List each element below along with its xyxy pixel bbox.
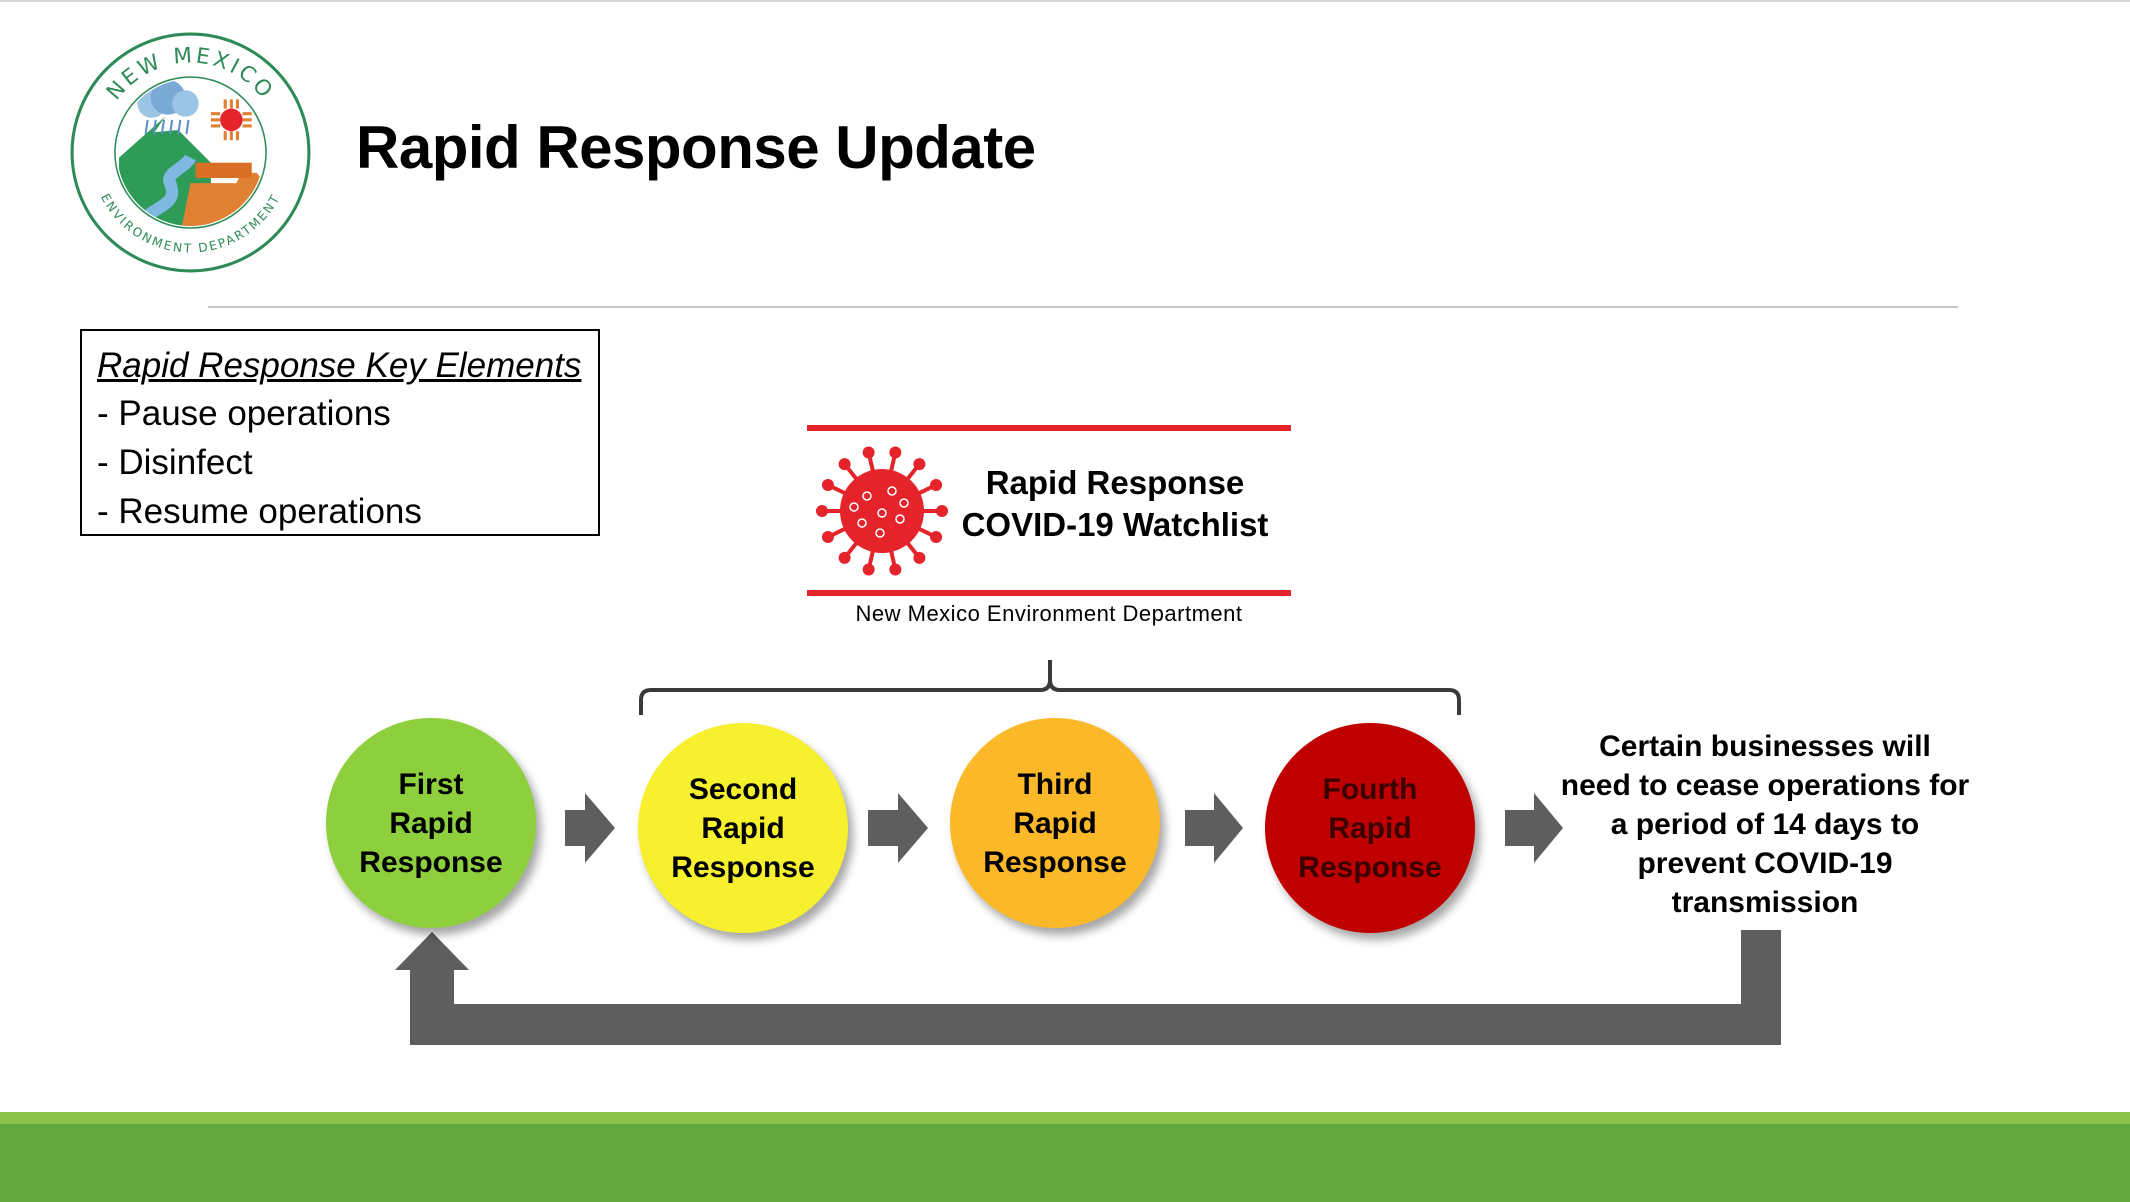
key-element-item: - Pause operations — [97, 394, 391, 433]
watchlist-subtitle: New Mexico Environment Department — [855, 601, 1243, 626]
arrow-right-icon — [1185, 793, 1243, 863]
key-element-item: - Resume operations — [97, 492, 422, 531]
nmed-logo: NEW MEXICO ENVIRONMENT DEPARTMENT — [70, 32, 311, 273]
watchlist-top-rule — [807, 425, 1291, 431]
footer-bar — [0, 1124, 2130, 1202]
key-elements-box: Rapid Response Key Elements - Pause oper… — [80, 329, 600, 536]
watchlist-title: Rapid Response COVID-19 Watchlist — [950, 462, 1280, 546]
arrow-right-icon — [1505, 793, 1563, 863]
watchlist-title-line1: Rapid Response — [985, 464, 1245, 501]
top-border — [0, 0, 2130, 2]
arrow-right-icon — [565, 793, 615, 863]
arrow-right-icon — [868, 793, 928, 863]
footer-stripe-light — [0, 1112, 2130, 1124]
step-label: Third Rapid Response — [983, 767, 1127, 879]
title-divider — [208, 306, 1958, 308]
step-third-rapid-response: Third Rapid Response — [950, 718, 1160, 928]
watchlist-title-line2: COVID-19 Watchlist — [961, 506, 1269, 543]
step-second-rapid-response: Second Rapid Response — [638, 723, 848, 933]
key-element-item: - Disinfect — [97, 443, 253, 482]
step-label: First Rapid Response — [359, 767, 503, 879]
key-elements-title: Rapid Response Key Elements — [97, 346, 582, 385]
coronavirus-icon — [816, 446, 948, 576]
step-first-rapid-response: First Rapid Response — [326, 718, 536, 928]
watchlist-bracket — [639, 660, 1461, 715]
page-title: Rapid Response Update — [356, 114, 1036, 181]
step-label: Second Rapid Response — [671, 772, 815, 884]
return-loop-arrow — [395, 930, 1781, 1045]
outcome-text: Certain businesses will need to cease op… — [1560, 730, 1970, 919]
step-fourth-rapid-response: Fourth Rapid Response — [1265, 723, 1475, 933]
watchlist-bottom-rule — [807, 590, 1291, 596]
step-label: Fourth Rapid Response — [1298, 772, 1442, 884]
